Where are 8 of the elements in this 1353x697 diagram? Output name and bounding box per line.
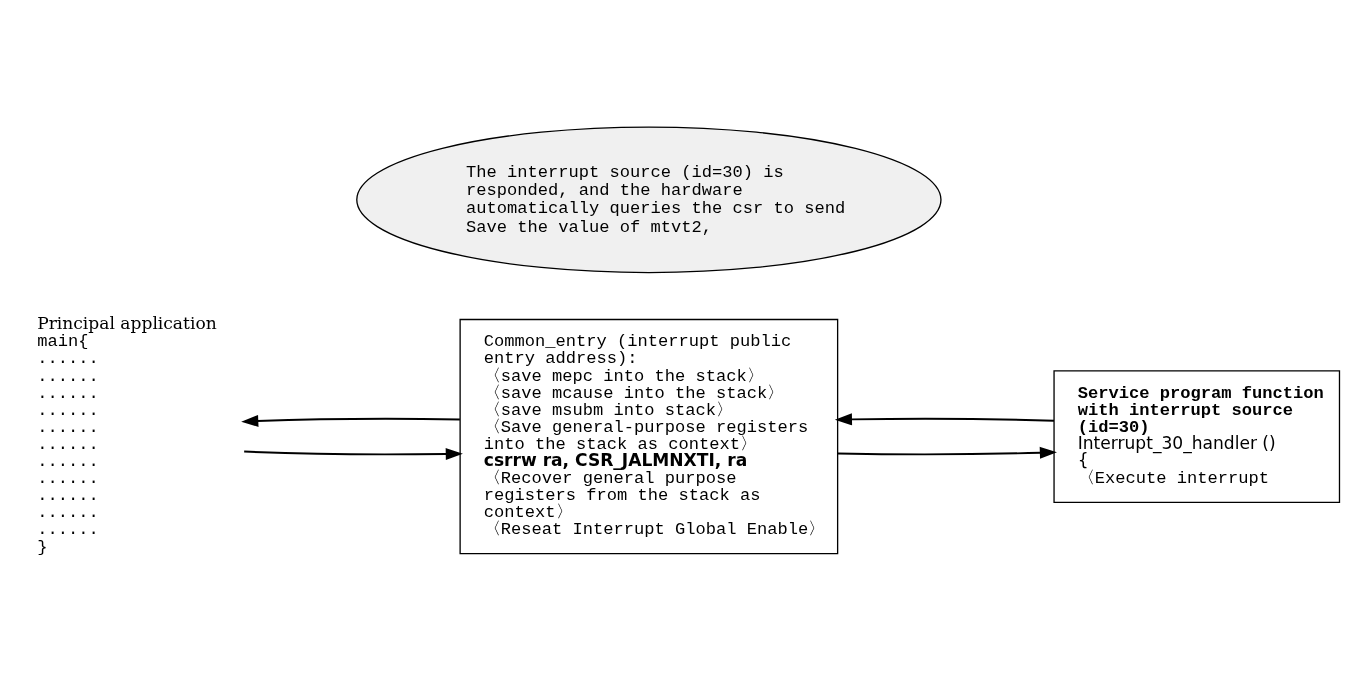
node-box: Service program function with interrupt source (id=30) Interrupt_30_handler () { 〈Execute interrupt [1053, 369, 1341, 503]
node-box: Common_entry (interrupt public entry address): 〈save mepc into the stack〉 〈save mcause into the stack〉 〈save msubm into stack〉 〈Save general-purpose registers into the stack as context〉 csrrw ra, CSR_JALMNXTI, ra 〈Recover general purpose registers from the stack as context〉 〈Reseat Interrupt Global Enable〉 [459, 318, 839, 554]
arrow [834, 412, 1055, 425]
arrow [241, 414, 461, 427]
node-ellipse: The interrupt source (id=30) is responded, and the hardware automatically queries the csr to send Save the value of mtvt2, [356, 125, 942, 273]
arrow [243, 447, 463, 460]
node-text: Principal application main{ ...... ...... ...... ...... ...... ...... ...... ...... ...... ...... ...... } [37, 312, 217, 557]
arrow [836, 446, 1057, 459]
